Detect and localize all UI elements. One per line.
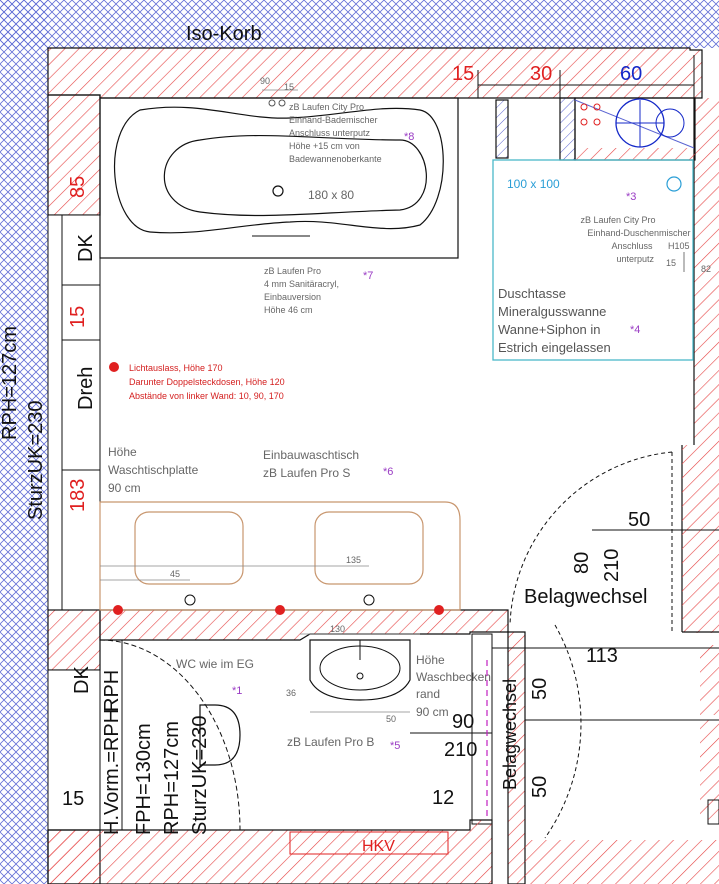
socket-marker-1 (113, 605, 123, 615)
light-outlet-marker (109, 362, 119, 372)
shaft-box-small (495, 99, 509, 159)
dim-30-top: 30 (530, 63, 552, 85)
wc-vert-note-3: RPH=127cm (161, 721, 183, 835)
shower-tray-note: Duschtasse Mineralgusswanne Wanne+Siphon… (498, 286, 611, 355)
belagwechsel-lower: Belagwechsel (500, 679, 520, 790)
wc-vert-note-4: SturzUK=230 (189, 715, 211, 835)
ref-8: *8 (404, 131, 414, 143)
wc-vert-note-1: H.Vorm.=RPH (101, 709, 123, 835)
wc-model-label: zB Laufen Pro B (287, 735, 374, 749)
dim-50-basin: 50 (386, 714, 396, 724)
bathtub-drain (272, 185, 284, 197)
dim-135: 135 (346, 555, 361, 565)
left-rph: RPH=127cm (0, 326, 21, 440)
dim-15-bath: 15 (284, 82, 294, 92)
dim-130: 130 (330, 624, 345, 634)
iso-korb-label: Iso-Korb (186, 23, 262, 45)
dim-45: 45 (170, 569, 180, 579)
dk-upper: DK (75, 234, 97, 262)
bathtub-model-note: zB Laufen Pro 4 mm Sanitäracryl, Einbauv… (264, 266, 342, 315)
door-swing-wc[interactable] (544, 624, 582, 839)
dim-85: 85 (67, 176, 89, 198)
dim-50-wc-a: 50 (529, 678, 551, 700)
socket-marker-2 (275, 605, 285, 615)
shower-tray[interactable] (492, 159, 694, 361)
ref-7: *7 (363, 270, 373, 282)
door-swing-right[interactable] (509, 451, 673, 632)
iso-korb-band (0, 0, 719, 48)
vanity-model-label: Einbauwaschtisch zB Laufen Pro S (263, 448, 362, 480)
vanity-counter[interactable] (99, 501, 461, 611)
socket-marker-3 (434, 605, 444, 615)
hkv-box (289, 831, 449, 855)
shower-size: 100 x 100 (507, 177, 560, 191)
dim-15-left: 15 (67, 306, 89, 328)
dreh-label: Dreh (75, 367, 97, 410)
bath-mixer-note: zB Laufen City Pro Einhand-Bademischer A… (289, 102, 382, 164)
dim-15-lower: 15 (62, 788, 84, 810)
vanity-height-label: Höhe Waschtischplatte 90 cm (108, 445, 202, 495)
dk-lower: DK (71, 666, 93, 694)
wc-vert-note-2: FPH=130cm (133, 723, 155, 835)
dim-50-door: 50 (628, 509, 650, 531)
dim-210-wc: 210 (444, 739, 477, 761)
dim-113: 113 (586, 645, 618, 667)
dim-36: 36 (286, 688, 296, 698)
electrical-note: Lichtauslass, Höhe 170 Darunter Doppelst… (129, 363, 287, 401)
left-sturz: SturzUK=230 (25, 400, 47, 520)
bath-mixer-icon (268, 99, 276, 107)
dim-12: 12 (432, 787, 454, 809)
dim-50-wc-b: 50 (529, 776, 551, 798)
dim-80-door: 80 (571, 552, 593, 574)
wc-basin[interactable] (309, 639, 411, 701)
dim-90-bath: 90 (260, 76, 270, 86)
shower-mixer-note: zB Laufen City Pro Einhand-Duschenmische… (580, 215, 693, 264)
belagwechsel-upper: Belagwechsel (524, 586, 647, 608)
shower-drain (666, 176, 682, 192)
shower-h15: 15 (666, 258, 676, 268)
dim-15-top: 15 (452, 63, 474, 85)
basin-height-label: Höhe Waschbecken rand 90 cm (416, 653, 494, 719)
shower-h105: H105 (668, 241, 690, 251)
dim-90-fragment: 90 (452, 711, 474, 733)
shaft-box-large (559, 97, 576, 161)
wc-label: WC wie im EG (176, 657, 254, 671)
rph-label: RPH (101, 670, 123, 712)
bathtub[interactable] (99, 89, 459, 259)
ref-4: *4 (630, 324, 640, 336)
ref-6: *6 (383, 466, 393, 478)
wc-toilet[interactable] (199, 704, 241, 766)
ref-3: *3 (626, 191, 636, 203)
ref-5: *5 (390, 740, 400, 752)
door-swing-wc-left[interactable] (99, 639, 241, 831)
left-exterior-band (0, 0, 48, 884)
dim-210-door: 210 (601, 549, 623, 582)
ref-1: *1 (232, 685, 242, 697)
hkv-label: HKV (362, 838, 395, 855)
bathtub-size: 180 x 80 (308, 188, 354, 202)
shower-h82: 82 (701, 264, 711, 274)
dim-60-top: 60 (620, 63, 642, 85)
dim-183: 183 (67, 479, 89, 512)
